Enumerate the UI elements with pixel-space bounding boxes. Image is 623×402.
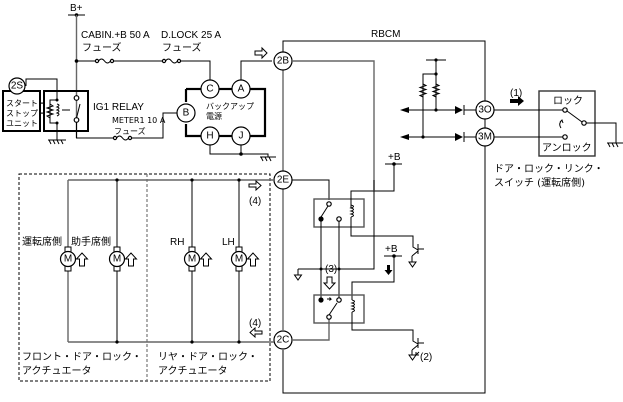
resistor-icon [418, 83, 428, 98]
svg-text:ユニット: ユニット [6, 119, 38, 128]
ground-signal-icon [293, 274, 303, 281]
svg-text:M: M [113, 254, 121, 265]
step1-label: (1) [510, 88, 522, 99]
switch-unlock-label: アンロック [542, 142, 592, 154]
transistor-icon [408, 244, 424, 268]
flow-arrow-icon [384, 265, 393, 275]
fuse-meter-label: METER1 10 A [112, 116, 166, 125]
motor-lh-icon: M [230, 246, 260, 272]
fuse-meter-type: フューズ [114, 126, 146, 136]
motor-driver-icon: M [59, 246, 89, 272]
step4-top-label: (4) [249, 196, 261, 207]
svg-text:M: M [64, 254, 72, 265]
step3-label: (3) [325, 264, 337, 275]
svg-text:電源: 電源 [206, 112, 222, 121]
rear-actuator-line1: リヤ・ドア・ロック・ [158, 351, 258, 363]
flow-arrow-icon [249, 326, 263, 339]
unlock-relay [313, 294, 365, 324]
flow-arrow-icon [248, 179, 262, 192]
pin-B [176, 103, 196, 123]
svg-text:M: M [188, 254, 196, 265]
svg-text:B: B [183, 108, 190, 119]
switch-name-line1: ドア・ロック・リンク・ [494, 163, 604, 175]
svg-text:A: A [238, 84, 245, 95]
motor-driver-label: 運転席側 [22, 235, 62, 248]
svg-text:H: H [206, 131, 213, 142]
flow-arrow-icon [75, 252, 89, 267]
plus-b-label-1: +B [388, 152, 401, 163]
actuator-group [18, 173, 271, 382]
svg-text:C: C [206, 84, 213, 95]
step2-label: (2) [420, 352, 432, 363]
fuse-icon [94, 58, 115, 64]
motor-rh-label: RH [170, 237, 184, 248]
battery-label: B+ [70, 3, 83, 14]
flow-arrow-icon [322, 276, 337, 290]
flow-arrow-icon [254, 46, 268, 60]
ig1-relay [43, 90, 89, 132]
motor-passenger-icon: M [108, 246, 138, 272]
ground-icon [607, 142, 623, 148]
switch-action-arrow [559, 119, 564, 129]
ground-icon [260, 156, 276, 162]
backup-power-label: バックアップ [206, 102, 254, 111]
svg-text:2E: 2E [277, 175, 290, 186]
motor-lh-label: LH [222, 237, 235, 248]
svg-text:3M: 3M [478, 132, 492, 143]
svg-text:M: M [235, 254, 243, 265]
motor-rh-icon: M [183, 246, 213, 272]
flow-arrow-icon [246, 252, 260, 267]
transistor-icon [408, 338, 424, 361]
rbcm-label: RBCM [371, 29, 400, 40]
svg-text:3O: 3O [478, 105, 492, 116]
resistor-icon [431, 83, 441, 98]
fuse-cabin-label: CABIN.+B 50 A [81, 30, 150, 41]
arrow-left-icon [400, 134, 409, 140]
svg-text:2B: 2B [277, 56, 290, 67]
plus-b-label-2: +B [385, 244, 398, 255]
flow-arrow-icon [510, 96, 524, 106]
flow-arrow-icon [124, 252, 138, 267]
arrow-left-icon [400, 107, 409, 113]
relay-coil-icon [350, 299, 419, 345]
svg-text:2C: 2C [277, 335, 290, 346]
fuse-dlock-label: D.LOCK 25 A [161, 30, 221, 41]
svg-text:J: J [239, 131, 244, 142]
rear-actuator-line2: アクチュエータ [158, 365, 228, 377]
switch-name-line2: スイッチ (運転席側) [494, 176, 585, 189]
front-actuator-line1: フロント・ドア・ロック・ [22, 351, 142, 363]
relay-coil-icon [45, 96, 70, 127]
fuse-icon [161, 58, 182, 64]
fuse-dlock-type: フューズ [162, 41, 202, 54]
connector-2S [8, 77, 26, 95]
diode-icon [455, 105, 465, 115]
svg-text:2S: 2S [11, 81, 24, 92]
switch-lock-label: ロック [553, 95, 583, 107]
fuse-icon [112, 135, 133, 141]
ig1-relay-label: IG1 RELAY [93, 102, 144, 113]
motor-passenger-label: 助手席側 [71, 235, 111, 248]
svg-text:スタート・: スタート・ [6, 99, 46, 108]
svg-text:ストップ・: ストップ・ [6, 109, 46, 118]
step4-bottom-label: (4) [249, 318, 261, 329]
front-actuator-line2: アクチュエータ [22, 365, 92, 377]
ground-icon [48, 139, 66, 145]
flow-arrow-icon [199, 252, 213, 267]
pin-C [200, 79, 220, 99]
relay-coil-icon [349, 165, 419, 251]
diode-icon [455, 132, 465, 142]
fuse-cabin-type: フューズ [82, 41, 122, 54]
